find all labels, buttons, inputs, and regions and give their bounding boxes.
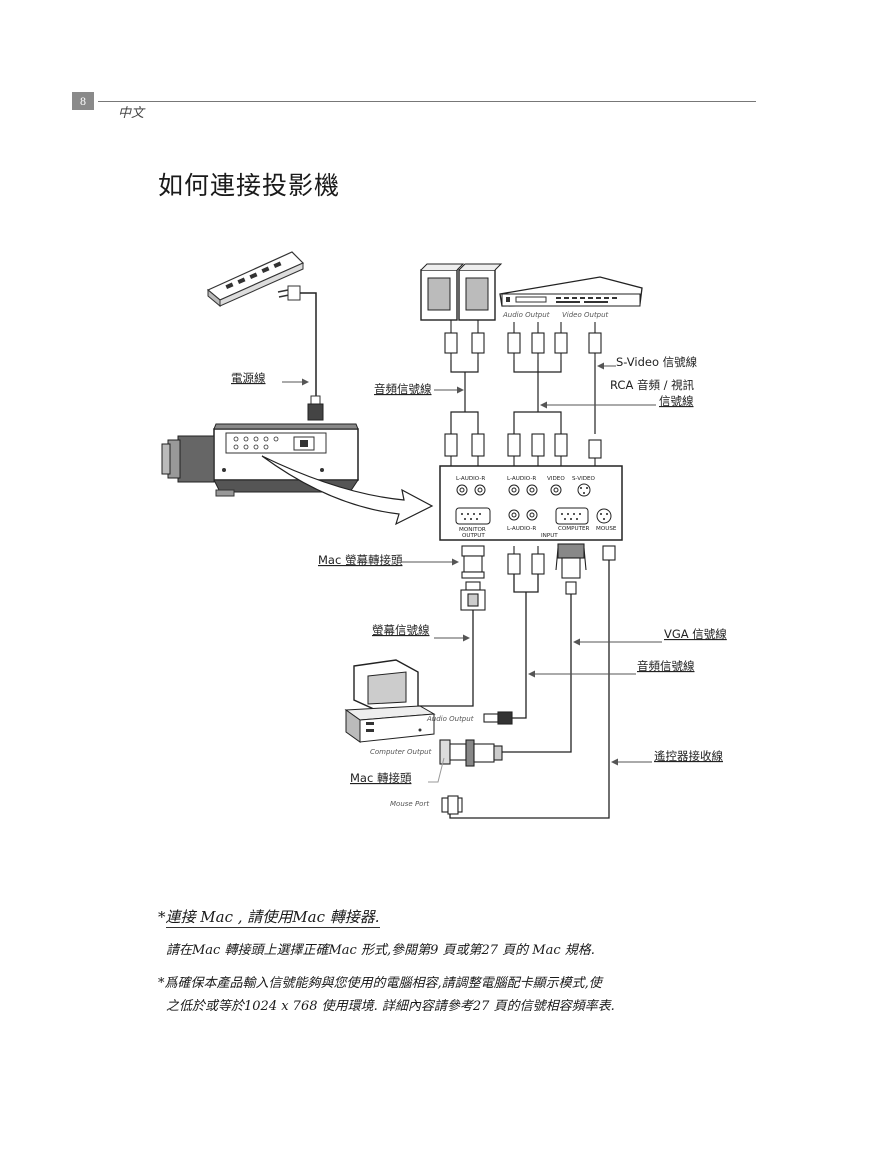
top-cables xyxy=(450,360,596,434)
label-svideo-cable: S-Video 信號線 xyxy=(616,355,698,369)
label-remote-receiver-cable: 遙控器接收線 xyxy=(654,749,723,763)
label-rca-line1: RCA 音頻 / 視訊 xyxy=(610,378,695,392)
page-number: 8 xyxy=(72,92,94,110)
lower-cables xyxy=(406,560,610,819)
mid-plugs xyxy=(444,433,602,466)
audio-output-label-top: Audio Output xyxy=(502,311,550,319)
label-rca-line2: 信號線 xyxy=(659,394,694,408)
mac-monitor-adapter xyxy=(460,545,486,611)
port-label-audio-in-top: L-AUDIO-R xyxy=(507,476,536,482)
power-plug xyxy=(277,285,324,421)
video-player xyxy=(499,276,643,307)
port-label-audio-in-bottom: L-AUDIO-R xyxy=(507,526,536,532)
note-heading-text: 連接 Mac , 請使用Mac 轉接器. xyxy=(165,908,380,928)
mac-adapter-leader xyxy=(428,757,445,783)
label-mac-monitor-adapter: Mac 螢幕轉接頭 xyxy=(318,553,403,567)
mouse-port-label: Mouse Port xyxy=(390,800,429,808)
video-output-label-top: Video Output xyxy=(562,311,609,319)
note-line-1: 請在Mac 轉接頭上選擇正確Mac 形式,參閱第9 頁或第27 頁的 Mac 規… xyxy=(166,943,595,958)
port-label-computer: COMPUTER xyxy=(558,526,590,532)
port-label-svideo: S-VIDEO xyxy=(572,476,596,482)
mouse-port-connector xyxy=(441,795,463,815)
port-label-output: OUTPUT xyxy=(462,533,485,539)
port-label-input: INPUT xyxy=(541,533,558,539)
computer-output-label: Computer Output xyxy=(370,748,432,756)
port-label-audio-out: L-AUDIO-R xyxy=(456,476,485,482)
bottom-rca-plugs xyxy=(507,546,545,575)
port-label-video: VIDEO xyxy=(547,476,565,482)
mac-adapter xyxy=(439,739,503,767)
label-power-cord: 電源線 xyxy=(231,371,266,385)
speakers xyxy=(420,263,503,321)
label-audio-cable-bottom: 音頻信號線 xyxy=(637,659,695,673)
panel-callout-arrow xyxy=(261,455,434,526)
language-label: 中文 xyxy=(118,106,145,121)
page-title: 如何連接投影機 xyxy=(158,171,341,200)
projector xyxy=(161,423,359,497)
label-mac-adapter: Mac 轉接頭 xyxy=(350,771,412,785)
vga-connector xyxy=(555,543,587,595)
computer xyxy=(344,659,436,743)
port-label-mouse: MOUSE xyxy=(596,526,617,532)
note-star: * xyxy=(158,908,166,926)
top-plugs xyxy=(444,320,602,360)
mouse-connector xyxy=(602,545,616,561)
note-line-3: 之低於或等於1024 x 768 使用環境. 詳細內容請參考27 頁的信號相容頻… xyxy=(166,999,615,1014)
label-vga-cable: VGA 信號線 xyxy=(664,627,727,641)
pc-audio-plug xyxy=(483,711,513,725)
header-rule xyxy=(98,101,756,102)
label-audio-cable-top: 音頻信號線 xyxy=(374,382,432,396)
mac-note-heading: *連接 Mac , 請使用Mac 轉接器. xyxy=(158,906,380,928)
note-line-2: *爲確保本產品輸入信號能夠與您使用的電腦相容,請調整電腦配卡顯示模式,使 xyxy=(158,976,602,991)
connection-panel: L-AUDIO-R L-AUDIO-R VIDEO S-VIDEO MONITO… xyxy=(439,465,623,541)
power-strip xyxy=(206,251,305,308)
port-label-monitor: MONITOR xyxy=(459,527,486,533)
label-monitor-cable: 螢幕信號線 xyxy=(372,623,430,637)
audio-output-label-pc: Audio Output xyxy=(426,715,474,723)
